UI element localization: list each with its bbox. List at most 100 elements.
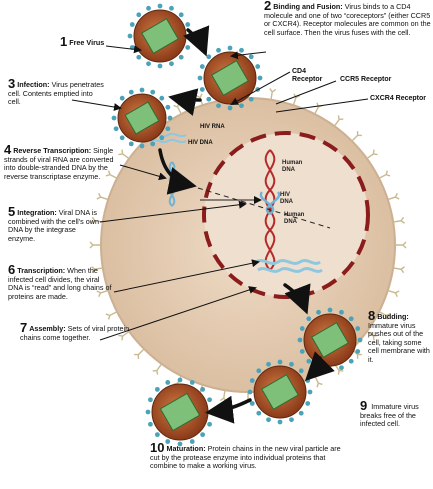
virus-spike <box>206 96 212 102</box>
virus-spike <box>348 316 354 322</box>
virus-spike <box>327 307 333 313</box>
virus-spike <box>207 421 212 427</box>
virus-spike <box>119 135 125 141</box>
virus-spike <box>339 309 344 315</box>
virus-spike <box>146 61 151 67</box>
receptor-spike <box>393 216 405 224</box>
virus-spike <box>249 401 255 406</box>
virus-spike <box>177 441 183 447</box>
virus-spike <box>305 401 311 406</box>
virus-spike <box>277 419 283 425</box>
virus-spike <box>200 386 206 392</box>
step-10-number: 10 <box>150 440 165 455</box>
virus-spike <box>146 5 151 11</box>
virus-spike <box>355 326 361 331</box>
virus-spike <box>113 126 119 132</box>
virus-spike <box>199 87 205 92</box>
virus-spike <box>159 95 165 101</box>
virus-capsid <box>124 101 160 135</box>
virus-spike <box>216 103 221 109</box>
step-4-number: 4 <box>4 142 12 157</box>
virus-spike <box>139 143 145 149</box>
virus-spike <box>239 47 244 53</box>
virus-spike <box>136 54 142 60</box>
virus-spike <box>150 89 156 95</box>
virus-spike <box>305 378 311 383</box>
step-3-number: 3 <box>8 76 16 91</box>
step-7-number: 7 <box>20 320 28 335</box>
protein-chains <box>255 259 323 273</box>
virus-spike <box>256 410 262 416</box>
step-6-number: 6 <box>8 262 16 277</box>
virus-spike <box>206 54 212 60</box>
virus-spike <box>199 64 205 69</box>
receptor-spike <box>387 289 400 297</box>
virus-spike <box>227 105 233 111</box>
cxcr4-receptor-label: CXCR4 Receptor <box>370 95 427 102</box>
virus-spike <box>178 54 184 60</box>
virus-spike <box>185 22 191 27</box>
virus-spike <box>339 365 344 371</box>
receptor-spike <box>96 193 109 201</box>
hiv-dna-label: HIV DNA <box>188 140 213 146</box>
step-1-number: 1 <box>60 34 68 49</box>
virus-capsid <box>159 392 201 432</box>
virus-spike <box>169 61 174 67</box>
free-virus <box>127 3 193 69</box>
virus-spike <box>167 115 173 121</box>
virus-spike <box>207 397 212 403</box>
virus-spike <box>299 326 305 331</box>
receptor-spike <box>387 193 400 201</box>
virus-capsid <box>311 322 349 358</box>
step-9-label: 9 Immature virus breaks free of the infe… <box>360 399 430 429</box>
virus-spike <box>165 104 171 110</box>
virus-spike <box>157 63 163 69</box>
virus-spike <box>306 316 312 322</box>
receptor-spike <box>314 102 323 115</box>
mature-virus <box>145 377 215 447</box>
step-6-text: When the infected cell divides, the vira… <box>8 266 112 301</box>
virus-spike <box>266 417 271 423</box>
ccr5-receptor-label: CCR5 Receptor <box>340 76 392 83</box>
receptor-spike <box>378 170 391 179</box>
receptor-spike <box>91 266 103 274</box>
step-8-number: 8 <box>368 308 376 323</box>
receptor-spike <box>118 330 130 341</box>
dna-path-dashed <box>197 187 331 229</box>
virus-spike <box>177 377 183 383</box>
virus-spike <box>139 87 145 93</box>
receptor-spike <box>118 149 130 160</box>
virus-spike <box>128 141 134 147</box>
virus-spike <box>178 12 184 18</box>
cycle-arrows <box>158 25 335 424</box>
virus-spike <box>145 409 151 415</box>
step-2-title: Binding and Fusion: <box>273 2 343 11</box>
receptor-spike <box>173 102 182 115</box>
virus-spike <box>316 309 321 315</box>
virus-spike <box>165 126 171 132</box>
virus-spike <box>185 45 191 50</box>
virus-spike <box>154 432 160 438</box>
virus-spike <box>150 141 156 147</box>
virus-spike <box>127 33 133 39</box>
step-9-text: Immature virus breaks free of the infect… <box>360 402 419 429</box>
virus-spike <box>289 361 294 367</box>
human-dna-label-1: Human DNA <box>282 160 303 173</box>
step-1-title: Free Virus <box>69 38 105 47</box>
receptor-spike <box>378 311 391 320</box>
budding-virus <box>297 307 363 373</box>
virus-capsid <box>141 18 179 54</box>
hiv-rna-label: HIV RNA <box>200 124 225 130</box>
virus-spike <box>154 386 160 392</box>
virus-spike <box>307 389 313 395</box>
virus-spike <box>277 359 283 365</box>
virus-spike <box>248 54 254 60</box>
human-dna-label-2: Human DNA <box>284 212 305 225</box>
step-2-number: 2 <box>264 0 272 13</box>
step-4-title: Reverse Transcription: <box>13 146 92 155</box>
